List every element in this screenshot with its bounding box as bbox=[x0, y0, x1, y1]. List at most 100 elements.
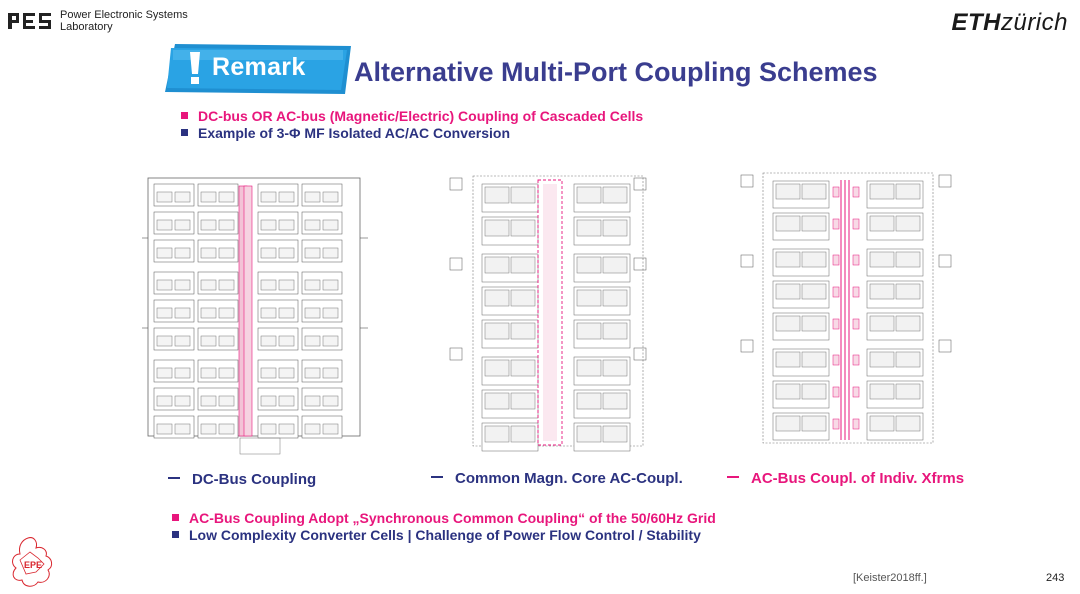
bridge-block bbox=[801, 251, 827, 268]
bridge-block bbox=[801, 183, 827, 200]
assembly-sub-block bbox=[156, 335, 173, 347]
caption-common-core: Common Magn. Core AC-Coupl. bbox=[431, 470, 683, 487]
bridge-block bbox=[869, 251, 895, 268]
xfrm-icon bbox=[832, 186, 840, 198]
assembly-sub-block bbox=[200, 191, 217, 203]
assembly-sub-block bbox=[156, 367, 173, 379]
bridge-block bbox=[576, 392, 602, 410]
assembly-sub-block bbox=[200, 423, 217, 435]
assembly-sub-block bbox=[156, 279, 173, 291]
bridge-block bbox=[775, 283, 801, 300]
assembly-sub-block bbox=[200, 219, 217, 231]
assembly-sub-block bbox=[322, 279, 339, 291]
citation: [Keister2018ff.] bbox=[853, 572, 927, 584]
bridge-block bbox=[602, 219, 628, 237]
bullet-square-icon bbox=[181, 129, 188, 136]
assembly-sub-block bbox=[200, 307, 217, 319]
xfrm-icon bbox=[832, 354, 840, 366]
bridge-block bbox=[510, 256, 536, 274]
assembly-sub-block bbox=[156, 191, 173, 203]
assembly-sub-block bbox=[260, 219, 277, 231]
bridge-block bbox=[775, 183, 801, 200]
assembly-sub-block bbox=[174, 395, 191, 407]
bullet-square-icon bbox=[172, 514, 179, 521]
bottom-bullet-1: AC-Bus Coupling Adopt „Synchronous Commo… bbox=[172, 510, 716, 527]
bridge-block bbox=[775, 351, 801, 368]
page-number: 243 bbox=[1046, 572, 1065, 584]
remark-label: Remark bbox=[212, 53, 306, 81]
assembly-sub-block bbox=[200, 279, 217, 291]
bridge-block bbox=[576, 219, 602, 237]
assembly-sub-block bbox=[200, 247, 217, 259]
pes-logo-icon bbox=[8, 13, 51, 29]
bullet-square-icon bbox=[181, 112, 188, 119]
bridge-block bbox=[895, 215, 921, 232]
top-bullet-1-text: DC-bus OR AC-bus (Magnetic/Electric) Cou… bbox=[198, 108, 644, 124]
xfrm-icon bbox=[832, 218, 840, 230]
assembly-sub-block bbox=[200, 335, 217, 347]
bridge-block bbox=[895, 415, 921, 432]
bridge-block bbox=[801, 383, 827, 400]
assembly-sub-block bbox=[322, 219, 339, 231]
assembly-sub-block bbox=[174, 367, 191, 379]
bridge-block bbox=[510, 392, 536, 410]
bridge-block bbox=[775, 415, 801, 432]
bridge-block bbox=[602, 359, 628, 377]
eth-logo-rest: zürich bbox=[1000, 9, 1068, 36]
bridge-block bbox=[869, 351, 895, 368]
assembly-sub-block bbox=[304, 247, 321, 259]
caption-common-core-text: Common Magn. Core AC-Coupl. bbox=[455, 470, 683, 487]
assembly-sub-block bbox=[322, 335, 339, 347]
bridge-block bbox=[510, 219, 536, 237]
assembly-sub-block bbox=[218, 247, 235, 259]
bridge-block bbox=[602, 186, 628, 204]
assembly-sub-block bbox=[304, 219, 321, 231]
dash-icon bbox=[727, 476, 739, 478]
bridge-block bbox=[801, 283, 827, 300]
slide-title: Alternative Multi-Port Coupling Schemes bbox=[354, 57, 878, 87]
assembly-sub-block bbox=[156, 219, 173, 231]
caption-ac-bus-text: AC-Bus Coupl. of Indiv. Xfrms bbox=[751, 470, 965, 487]
bridge-block bbox=[576, 186, 602, 204]
xfrm-icon bbox=[852, 354, 860, 366]
assembly-sub-block bbox=[304, 395, 321, 407]
bottom-bullet-1-text: AC-Bus Coupling Adopt „Synchronous Commo… bbox=[189, 510, 716, 526]
bridge-block bbox=[484, 359, 510, 377]
top-bullet-2: Example of 3-Φ MF Isolated AC/AC Convers… bbox=[181, 125, 510, 142]
bridge-block bbox=[775, 251, 801, 268]
lab-name-line2: Laboratory bbox=[60, 21, 113, 33]
xfrm-icon bbox=[832, 418, 840, 430]
assembly-sub-block bbox=[174, 191, 191, 203]
xfrm-icon bbox=[852, 286, 860, 298]
assembly-sub-block bbox=[304, 307, 321, 319]
assembly-sub-block bbox=[304, 279, 321, 291]
caption-dc-bus-text: DC-Bus Coupling bbox=[192, 471, 317, 488]
bridge-block bbox=[869, 383, 895, 400]
bridge-block bbox=[484, 289, 510, 307]
xfrm-icon bbox=[852, 318, 860, 330]
bridge-block bbox=[576, 322, 602, 340]
bridge-block bbox=[602, 392, 628, 410]
assembly-sub-block bbox=[278, 247, 295, 259]
dash-icon bbox=[431, 476, 443, 478]
bridge-block bbox=[775, 383, 801, 400]
eth-logo-bold: ETH bbox=[951, 9, 1001, 36]
caption-ac-bus: AC-Bus Coupl. of Indiv. Xfrms bbox=[727, 470, 964, 487]
bridge-block bbox=[895, 351, 921, 368]
exclamation-icon bbox=[190, 52, 200, 84]
assembly-sub-block bbox=[218, 219, 235, 231]
assembly-sub-block bbox=[278, 279, 295, 291]
assembly-sub-block bbox=[304, 335, 321, 347]
bridge-block bbox=[484, 186, 510, 204]
bridge-block bbox=[510, 186, 536, 204]
bridge-block bbox=[895, 283, 921, 300]
xfrm-icon bbox=[852, 418, 860, 430]
bridge-block bbox=[801, 215, 827, 232]
assembly-sub-block bbox=[260, 247, 277, 259]
bridge-block bbox=[602, 256, 628, 274]
assembly-sub-block bbox=[322, 423, 339, 435]
bridge-block bbox=[895, 315, 921, 332]
bottom-bullet-2: Low Complexity Converter Cells | Challen… bbox=[172, 527, 701, 544]
assembly-sub-block bbox=[156, 247, 173, 259]
assembly-sub-block bbox=[174, 335, 191, 347]
